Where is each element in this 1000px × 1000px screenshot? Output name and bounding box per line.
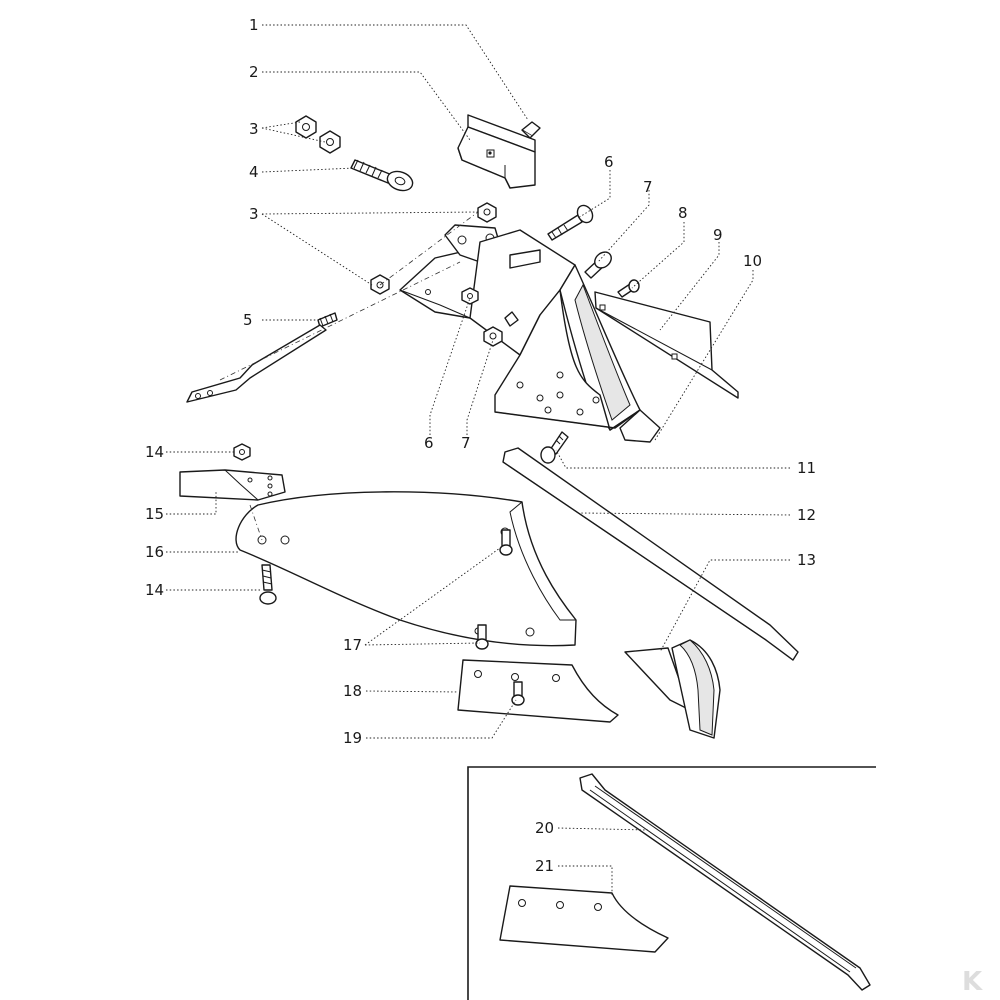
callout-numbers: 1 2 3 4 3 5 6 7 8 9 10 6 7 11 12 13 14 1…	[145, 16, 816, 875]
part-11-bolt	[540, 431, 569, 464]
part-4-eye-bolt	[350, 159, 414, 192]
callout-5: 5	[243, 311, 253, 329]
part-6-bolt-top	[547, 204, 594, 241]
assembly-axes	[219, 211, 479, 541]
part-19-bolt	[511, 681, 525, 706]
callout-17: 17	[343, 636, 362, 654]
part-7-carriage-bolt	[584, 251, 612, 279]
leader-lines	[166, 24, 791, 895]
callout-9: 9	[713, 226, 723, 244]
callout-19: 19	[343, 729, 362, 747]
inset-frame	[467, 766, 876, 1000]
watermark-logo: K	[962, 967, 983, 997]
callout-20: 20	[535, 819, 554, 837]
callout-14-top: 14	[145, 443, 164, 461]
part-8-bolt	[617, 279, 640, 298]
part-16-mouldboard	[235, 491, 577, 647]
callout-8: 8	[678, 204, 688, 222]
part-20-bar	[579, 773, 871, 991]
callout-6-top: 6	[604, 153, 614, 171]
part-15-bracket	[179, 469, 286, 501]
callout-3-top: 3	[249, 120, 259, 138]
callout-10: 10	[743, 252, 762, 270]
callout-21: 21	[535, 857, 554, 875]
callout-12: 12	[797, 506, 816, 524]
callout-7-bottom: 7	[461, 434, 471, 452]
part-13-shin	[624, 639, 721, 739]
part-21-share	[499, 885, 669, 953]
callout-11: 11	[797, 459, 816, 477]
callout-18: 18	[343, 682, 362, 700]
callout-7-top: 7	[643, 178, 653, 196]
callout-3-middle: 3	[249, 205, 259, 223]
callout-4: 4	[249, 163, 259, 181]
part-12-bar	[502, 447, 799, 661]
callout-1: 1	[249, 16, 259, 34]
callout-16: 16	[145, 543, 164, 561]
part-14-bolt	[259, 564, 277, 605]
part-9-landside	[594, 291, 739, 399]
callout-6-bottom: 6	[424, 434, 434, 452]
part-14-nut	[233, 443, 251, 461]
part-17-bolts	[475, 529, 513, 650]
callout-14-bottom: 14	[145, 581, 164, 599]
part-3-nuts-top	[295, 115, 341, 154]
frog-body-assembly	[399, 224, 661, 443]
part-3-nuts-middle	[370, 202, 497, 295]
part-5-tie-rod	[186, 312, 338, 403]
part-1-bolt	[521, 121, 541, 139]
watermark-letter: K	[962, 967, 983, 997]
part-18-share	[457, 659, 619, 723]
part-2-wedge-block	[457, 114, 536, 189]
callout-13: 13	[797, 551, 816, 569]
callout-2: 2	[249, 63, 259, 81]
callout-15: 15	[145, 505, 164, 523]
